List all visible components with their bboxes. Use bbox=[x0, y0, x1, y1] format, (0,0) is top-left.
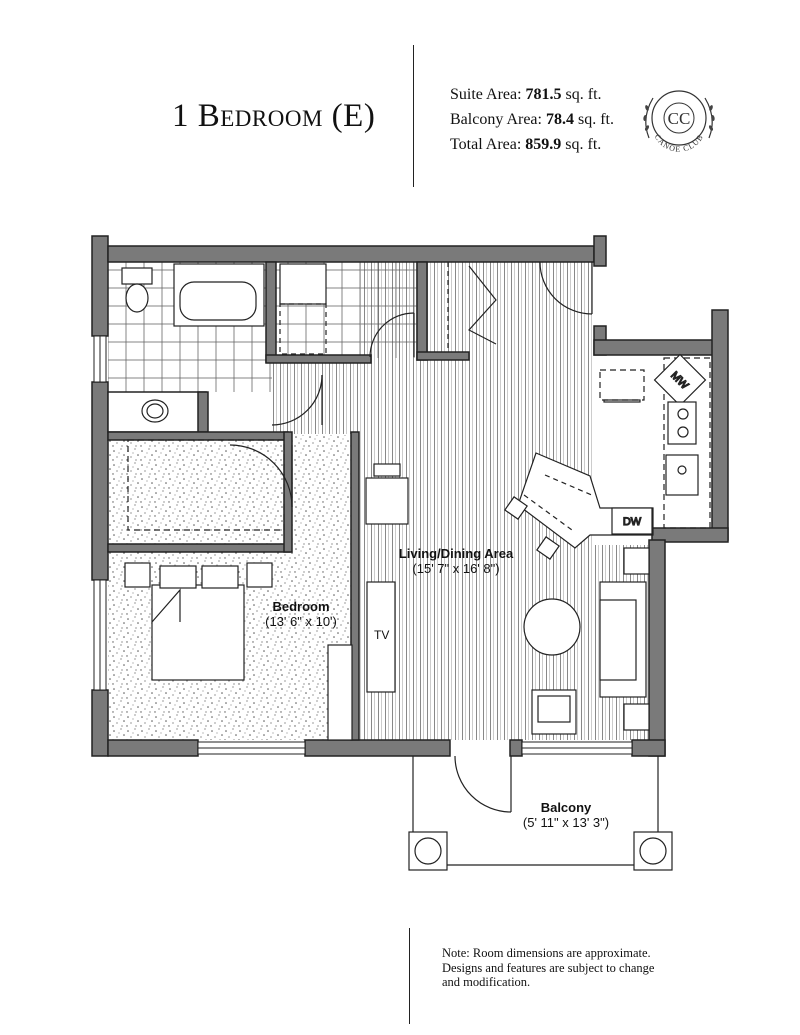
cooktop bbox=[667, 401, 697, 445]
entry-door-swing bbox=[539, 261, 593, 315]
bar-stool bbox=[536, 536, 560, 560]
bath-door-swing bbox=[271, 374, 323, 426]
bar-stool bbox=[504, 496, 528, 520]
living-room-name: Living/Dining Area bbox=[398, 546, 514, 561]
tv-unit bbox=[366, 581, 396, 693]
total-area-label: Total Area: bbox=[450, 136, 522, 153]
bedroom-closet-outline bbox=[127, 439, 285, 531]
planter-right-pot bbox=[639, 837, 667, 865]
disclaimer-note: Note: Room dimensions are approximate. D… bbox=[442, 946, 702, 990]
wall-east bbox=[648, 539, 666, 757]
laundry-closet bbox=[279, 262, 497, 355]
note-line: and modification. bbox=[442, 975, 531, 989]
dresser bbox=[327, 644, 353, 741]
note-line: Designs and features are subject to chan… bbox=[442, 960, 655, 975]
note-divider bbox=[409, 928, 410, 1024]
living-room-dims: (15' 7" x 16' 8") bbox=[412, 561, 500, 576]
dishwasher-label: DW bbox=[623, 516, 642, 528]
nightstand-right bbox=[246, 562, 273, 588]
wall-south-stub bbox=[509, 739, 523, 757]
balcony-area-unit: sq. ft. bbox=[577, 111, 614, 128]
kitchen: MW DW bbox=[504, 353, 711, 560]
suite-area-unit: sq. ft. bbox=[565, 86, 602, 103]
end-table-south bbox=[623, 703, 650, 731]
balcony-door-swing bbox=[454, 755, 512, 813]
wall-laundry-south bbox=[265, 354, 372, 364]
kitchen-sink bbox=[665, 454, 699, 496]
bifold-door bbox=[468, 265, 497, 345]
washer bbox=[279, 263, 327, 305]
wall-west-middle bbox=[91, 381, 109, 581]
planter-left-pot bbox=[414, 837, 442, 865]
bedroom-door-swing bbox=[229, 444, 293, 508]
bedroom-furniture bbox=[124, 439, 353, 741]
suite-area: Suite Area: 781.5 sq. ft. bbox=[450, 86, 602, 104]
burner-icon bbox=[677, 408, 689, 420]
wall-south-west bbox=[107, 739, 199, 757]
dryer-outline bbox=[279, 303, 327, 355]
dishwasher-box bbox=[611, 507, 653, 535]
side-table bbox=[365, 477, 409, 525]
unit-title: 1 Bedroom (E) bbox=[172, 98, 376, 134]
canoe-club-logo: CC CANOE CLUB bbox=[643, 90, 715, 154]
balcony-area: Balcony Area: 78.4 sq. ft. bbox=[450, 111, 614, 129]
tv-label: TV bbox=[374, 628, 390, 642]
wall-west-lower bbox=[91, 689, 109, 757]
bed bbox=[151, 584, 245, 681]
wall-north-stub bbox=[593, 235, 607, 267]
wall-bath-bedroom bbox=[107, 431, 289, 441]
wall-bath-laundry bbox=[265, 261, 277, 363]
wall-west-upper bbox=[91, 235, 109, 337]
wall-south-east bbox=[631, 739, 666, 757]
burner-icon bbox=[677, 426, 689, 438]
wall-bath-vanity bbox=[197, 391, 209, 433]
total-area-value: 859.9 bbox=[525, 136, 562, 153]
wall-north bbox=[107, 245, 595, 263]
note-line: Note: Room dimensions are approximate. bbox=[442, 946, 651, 960]
header-divider bbox=[413, 45, 414, 187]
living-room-label: Living/Dining Area (15' 7" x 16' 8") bbox=[399, 546, 513, 576]
laundry-door-swing bbox=[369, 312, 415, 358]
bedroom-name: Bedroom bbox=[272, 599, 330, 614]
balcony-area-label: Balcony Area: bbox=[450, 111, 542, 128]
wall-closet-bedroom bbox=[107, 543, 291, 553]
balcony-label: Balcony (5' 11" x 13' 3") bbox=[523, 800, 609, 830]
suite-area-label: Suite Area: bbox=[450, 86, 522, 103]
living-furniture bbox=[365, 463, 650, 735]
total-area-unit: sq. ft. bbox=[565, 136, 602, 153]
wall-kitchen-north bbox=[593, 339, 715, 356]
kitchen-counter-east bbox=[663, 357, 711, 529]
wall-south-mid bbox=[304, 739, 451, 757]
pillow-left bbox=[159, 565, 197, 589]
doors bbox=[229, 261, 593, 813]
wall-kitchen-east bbox=[711, 309, 729, 541]
bathroom-fixtures bbox=[121, 263, 265, 423]
balcony-dims: (5' 11" x 13' 3") bbox=[522, 815, 610, 830]
suite-area-value: 781.5 bbox=[525, 86, 562, 103]
balcony-area-value: 78.4 bbox=[545, 111, 574, 128]
windows bbox=[93, 335, 633, 755]
logo-monogram: CC bbox=[668, 109, 691, 128]
balcony-name: Balcony bbox=[540, 800, 592, 815]
nightstand-left bbox=[124, 562, 151, 588]
balcony bbox=[408, 756, 673, 871]
microwave-box bbox=[653, 353, 707, 407]
bathtub-basin bbox=[179, 281, 257, 321]
hall-wood-floor bbox=[272, 360, 358, 434]
walls bbox=[91, 235, 729, 757]
wall-bedroom-east bbox=[350, 431, 360, 741]
toilet-tank bbox=[121, 267, 153, 285]
end-table-north bbox=[623, 547, 650, 575]
bedroom-dims: (13' 6" x 10') bbox=[265, 614, 337, 629]
wall-closet-west bbox=[416, 261, 428, 361]
total-area: Total Area: 859.9 sq. ft. bbox=[450, 136, 601, 154]
side-chair bbox=[373, 463, 401, 477]
dining-table bbox=[523, 598, 581, 656]
bedroom-label: Bedroom (13' 6" x 10') bbox=[265, 599, 337, 629]
pillow-right bbox=[201, 565, 239, 589]
wall-closet-south bbox=[416, 351, 470, 361]
toilet-bowl bbox=[125, 283, 149, 313]
